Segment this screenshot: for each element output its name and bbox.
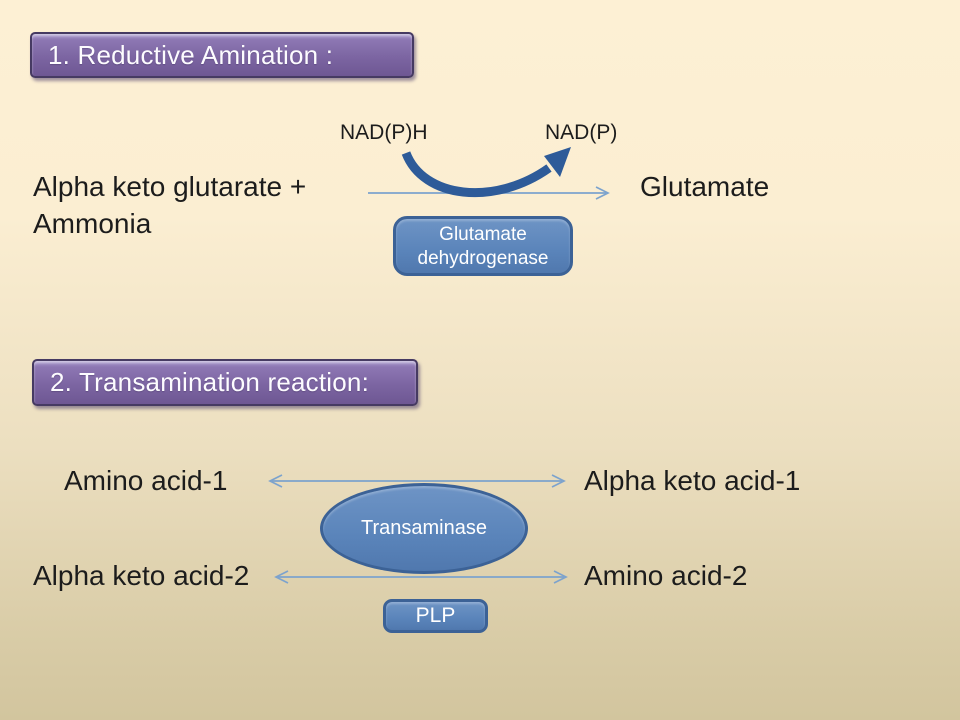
alpha-keto-acid-1-label: Alpha keto acid-1 <box>584 465 801 496</box>
section2-title: 2. Transamination reaction: <box>50 367 370 397</box>
section1-title-box: 1. Reductive Amination : <box>30 32 414 78</box>
enzyme-box-glutamate-dehydrogenase: Glutamate dehydrogenase <box>393 216 573 276</box>
enzyme1-label-line1: Glutamate <box>439 224 527 245</box>
transaminase-label: Transaminase <box>361 517 487 539</box>
cofactor-box-plp: PLP <box>383 599 488 633</box>
product-glutamate-label: Glutamate <box>640 171 770 202</box>
amino-acid-1-label: Amino acid-1 <box>64 465 228 496</box>
substrate-label-line2: Ammonia <box>33 208 152 239</box>
reversible-arrow-bottom-icon <box>274 570 568 584</box>
enzyme1-label-line2: dehydrogenase <box>417 248 549 269</box>
plp-label: PLP <box>415 604 456 627</box>
substrate-label-line1: Alpha keto glutarate + <box>33 171 307 202</box>
alpha-keto-acid-2-label: Alpha keto acid-2 <box>33 560 250 591</box>
cofactor-nadp-label: NAD(P) <box>545 121 618 144</box>
cofactor-nadph-label: NAD(P)H <box>340 121 428 144</box>
section2-title-box: 2. Transamination reaction: <box>32 359 418 406</box>
enzyme-ellipse-transaminase: Transaminase <box>320 483 528 574</box>
cofactor-curved-arrow-icon <box>401 147 571 198</box>
reversible-arrow-top-icon <box>268 474 566 488</box>
amino-acid-2-label: Amino acid-2 <box>584 560 748 591</box>
section1-title: 1. Reductive Amination : <box>48 39 334 70</box>
